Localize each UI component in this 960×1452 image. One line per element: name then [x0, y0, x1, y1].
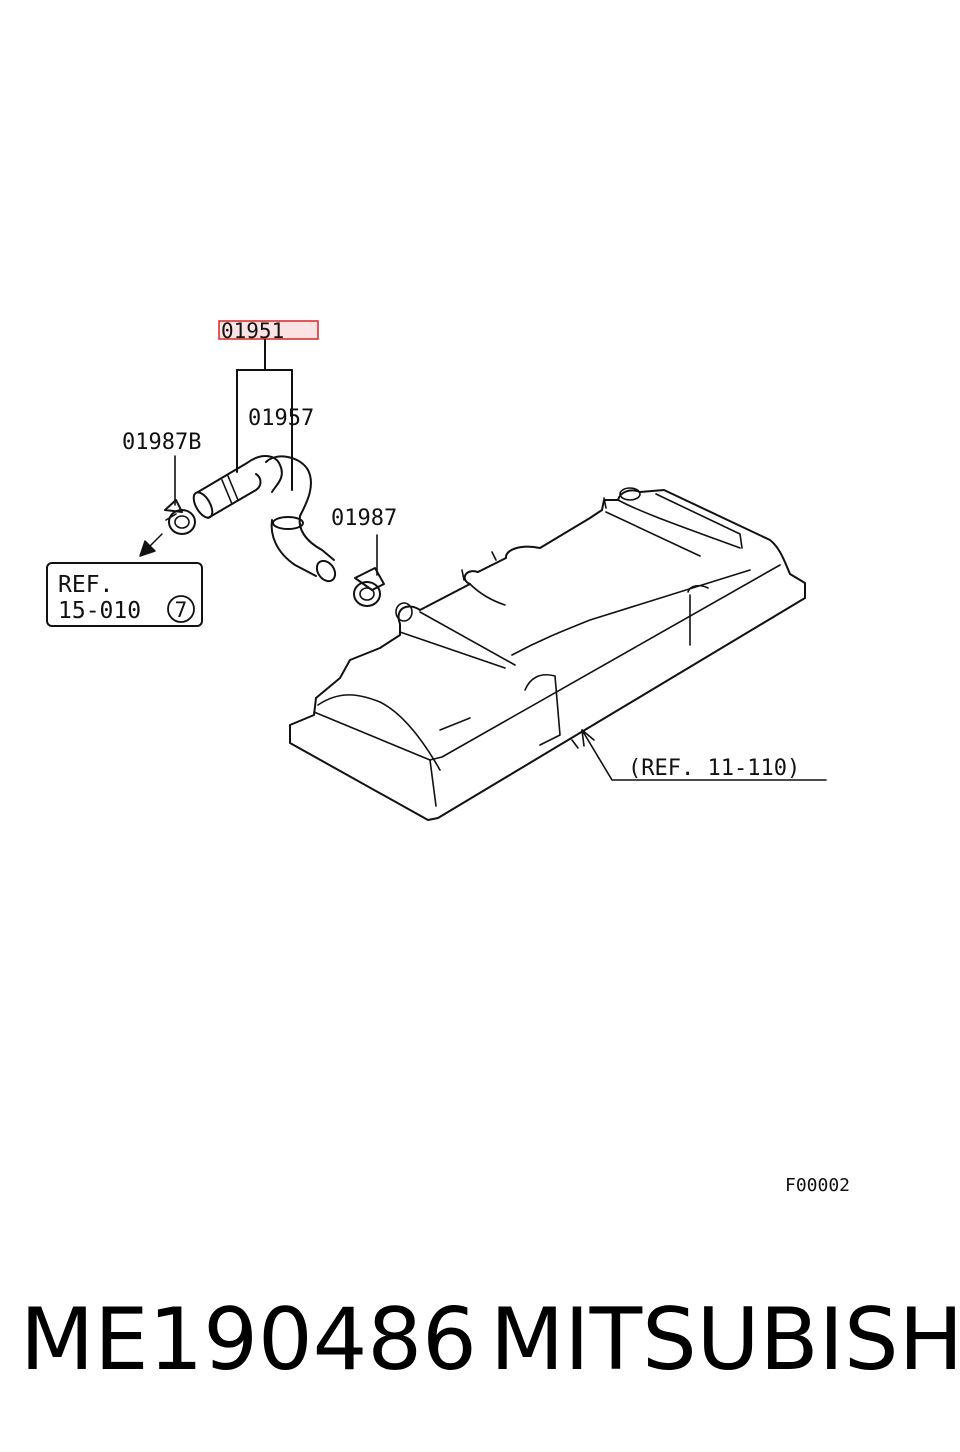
reference-circle	[167, 595, 195, 623]
assembly-bracket	[236, 339, 293, 491]
footer-caption: ME190486 MITSUBISHI	[0, 1290, 960, 1390]
reference-box-line1: REF.	[58, 572, 113, 598]
reference-box-border	[46, 562, 203, 627]
clamp-left-part-label[interactable]: 01987B	[122, 430, 201, 455]
clamp-right-part-label[interactable]: 01987	[331, 506, 397, 531]
hose-clamp-right[interactable]	[353, 567, 385, 607]
cover-reference-label[interactable]: (REF. 11-110)	[628, 756, 800, 781]
reference-box-line2: 15-010	[58, 598, 141, 624]
hose-clamp-left[interactable]	[164, 499, 196, 535]
highlight-box	[218, 320, 319, 340]
breather-hose[interactable]	[190, 455, 339, 585]
ref-arrow	[139, 533, 163, 557]
reference-box[interactable]: REF. 15-010 7	[46, 562, 203, 627]
rocker-cover[interactable]	[289, 487, 806, 821]
part-number: ME190486	[20, 1290, 477, 1390]
figure-code: F00002	[785, 1175, 850, 1196]
highlighted-part-number: 01951	[221, 319, 284, 343]
brand-name: MITSUBISHI	[490, 1290, 960, 1390]
cover-reference-leader	[581, 729, 827, 781]
highlighted-part-callout[interactable]: 01951	[218, 319, 319, 343]
reference-circled-number: 7	[175, 598, 188, 622]
hose-part-label[interactable]: 01957	[248, 406, 314, 431]
